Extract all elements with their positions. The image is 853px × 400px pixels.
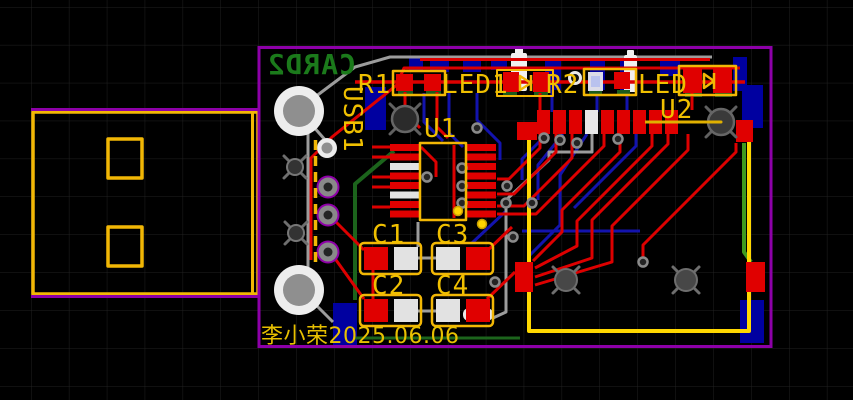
board-outline[interactable]	[31, 46, 773, 348]
led2-diode-icon	[702, 72, 716, 90]
label-usb1[interactable]: USB1	[337, 86, 367, 153]
label-led2[interactable]: LED	[638, 70, 688, 100]
c1-outline	[358, 241, 423, 276]
mounting-holes[interactable]	[274, 86, 337, 315]
r1-outline	[391, 69, 447, 97]
drill-mark	[704, 105, 738, 139]
yellow-via[interactable]	[476, 218, 488, 230]
yellow-via[interactable]	[452, 205, 464, 217]
r2-outline	[582, 67, 638, 97]
smd-pads[interactable]	[364, 68, 765, 322]
c2-outline	[358, 293, 423, 328]
drill-mark	[671, 265, 701, 295]
label-r1[interactable]: R1	[358, 70, 391, 100]
label-c4[interactable]: C4	[436, 271, 469, 301]
silkscreen-outlines[interactable]	[313, 64, 738, 328]
label-led1[interactable]: LED1	[442, 70, 509, 100]
label-c1[interactable]: C1	[372, 220, 405, 250]
reference-designators[interactable]: R1 LED1 R2 LED U2 U1 USB1 C1 C3 C2 C4	[337, 70, 693, 301]
drill-mark	[551, 265, 581, 295]
c3-outline	[430, 241, 495, 276]
drill-mark	[282, 154, 308, 180]
drill-marks[interactable]	[282, 102, 738, 295]
label-u1[interactable]: U1	[424, 114, 457, 144]
label-r2[interactable]: R2	[546, 70, 579, 100]
label-c2[interactable]: C2	[372, 271, 405, 301]
led1-diode-icon	[518, 74, 533, 92]
led1-outline	[496, 69, 554, 97]
yellow-traces[interactable]	[527, 140, 751, 333]
c4-outline	[430, 293, 495, 328]
signature-text[interactable]: 李小荣2025.06.06	[261, 324, 459, 349]
drill-mark	[283, 220, 309, 246]
white-ring-via[interactable]	[568, 71, 582, 85]
led2-outline	[677, 64, 738, 97]
u1-outline	[418, 141, 468, 222]
drill-mark	[388, 102, 422, 136]
mirrored-silk-text[interactable]: CARD2	[267, 48, 356, 81]
label-u2[interactable]: U2	[660, 95, 693, 125]
vias[interactable]	[421, 71, 649, 288]
usb-through-hole-pads[interactable]	[316, 175, 340, 264]
label-c3[interactable]: C3	[436, 220, 469, 250]
